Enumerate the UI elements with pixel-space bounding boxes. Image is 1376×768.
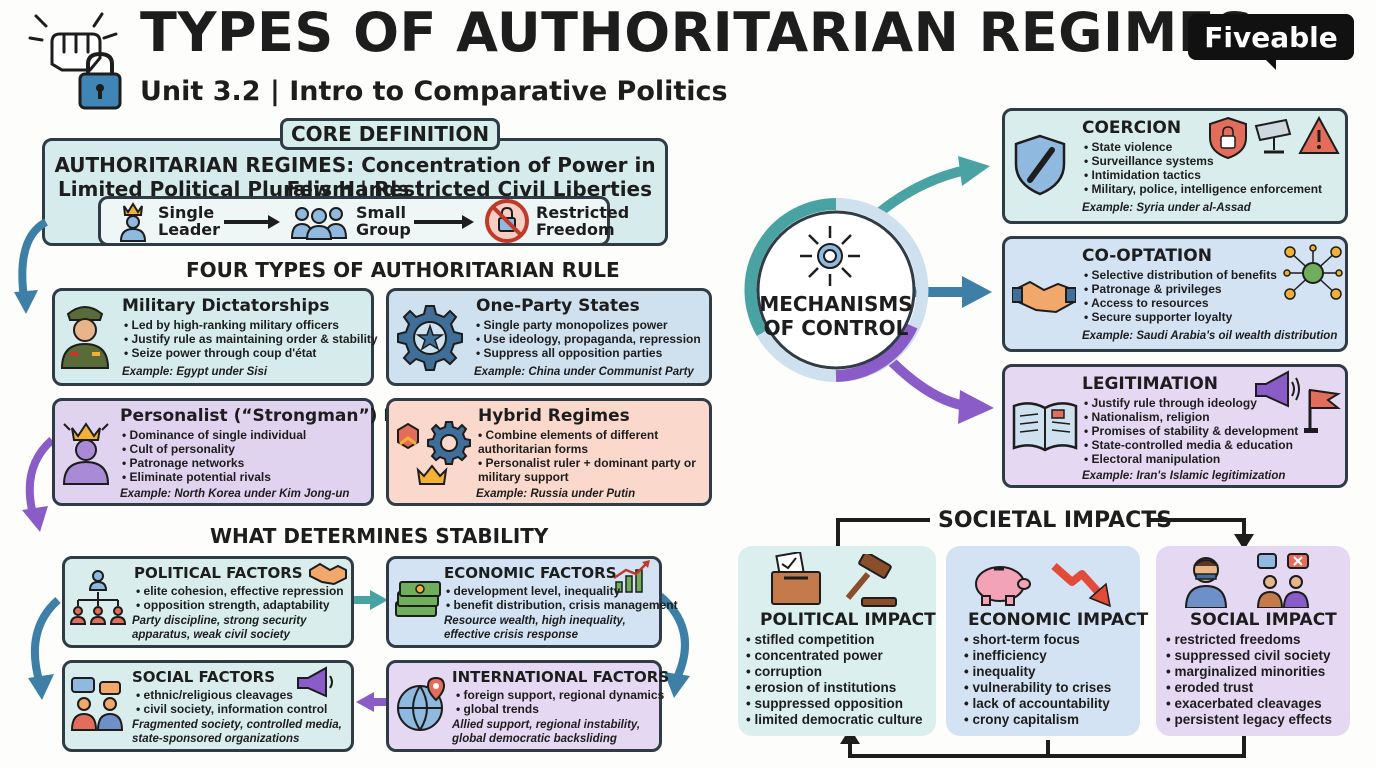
- small-group-icon: [290, 207, 348, 240]
- hybrid-medal-gear-crown-icon: [397, 421, 471, 485]
- impact-bullets: restricted freedomssuppressed civil soci…: [1166, 632, 1332, 728]
- mechanism-title: LEGITIMATION: [1082, 374, 1218, 394]
- military-officer-icon: [60, 306, 110, 369]
- crowned-leader-icon: [62, 422, 110, 485]
- mechanism-title: CO-OPTATION: [1082, 246, 1212, 266]
- card-example: Example: Russia under Putin: [476, 488, 636, 500]
- globe-pin-icon: [397, 676, 446, 731]
- stability-heading: WHAT DETERMINES STABILITY: [210, 524, 549, 548]
- money-stack-icon: [395, 581, 441, 617]
- mechanism-bullets: State violenceSurveillance systemsIntimi…: [1084, 140, 1323, 196]
- ballot-box-icon: [771, 552, 821, 605]
- impact-title: POLITICAL IMPACT: [760, 610, 936, 630]
- factor-bullets: development level, inequalitybenefit dis…: [446, 584, 678, 612]
- factor-note: Fragmented society, controlled media, st…: [132, 719, 342, 745]
- gear-star-icon: [397, 305, 463, 371]
- factor-bullets: foreign support, regional dynamicsglobal…: [456, 688, 665, 716]
- mechanism-example: Example: Iran's Islamic legitimization: [1082, 470, 1286, 482]
- people-chat-icon: [70, 677, 124, 731]
- impact-bullets: short-term focusinefficiencyinequalityvu…: [964, 632, 1111, 728]
- card-example: Example: North Korea under Kim Jong-un: [120, 488, 350, 500]
- card-example: Example: Egypt under Sisi: [122, 366, 268, 378]
- down-trend-arrow-icon: [1051, 563, 1111, 608]
- page-title: TYPES OF AUTHORITARIAN REGIMES: [140, 1, 1255, 64]
- impacts-heading: SOCIETAL IMPACTS: [938, 508, 1173, 533]
- impacts-loop-arrows: [836, 518, 1254, 758]
- factor-title: INTERNATIONAL FACTORS: [452, 668, 670, 686]
- silenced-person-icon: [1184, 557, 1228, 608]
- impact-title: ECONOMIC IMPACT: [968, 610, 1149, 630]
- core-definition-line1: AUTHORITARIAN REGIMES: Concentration of …: [54, 153, 656, 201]
- card-title: One-Party States: [476, 296, 640, 316]
- hierarchy-icon: [70, 570, 126, 625]
- handshake-icon: [309, 562, 347, 586]
- card-title: Military Dictatorships: [122, 296, 330, 316]
- mechanism-title: COERCION: [1082, 118, 1182, 138]
- mechanism-bullets: Selective distribution of benefitsPatron…: [1084, 268, 1277, 324]
- card-bullets: Dominance of single individualCult of pe…: [122, 428, 307, 484]
- mechanism-example: Example: Saudi Arabia's oil wealth distr…: [1082, 330, 1338, 342]
- fiveable-logo: Fiveable: [1188, 14, 1354, 60]
- open-book-icon: [1012, 402, 1078, 452]
- card-title: Hybrid Regimes: [478, 406, 630, 426]
- factor-title: SOCIAL FACTORS: [132, 668, 276, 686]
- arrow-right-icon: [224, 215, 280, 229]
- core-definition-tag: CORE DEFINITION: [280, 118, 501, 150]
- factor-bullets: ethnic/religious cleavagescivil society,…: [136, 688, 328, 716]
- arrow-right-icon: [414, 215, 474, 229]
- card-bullets: Led by high-ranking military officersJus…: [124, 318, 378, 360]
- factor-title: POLITICAL FACTORS: [134, 564, 303, 582]
- handshake-icon: [1012, 280, 1076, 314]
- group-speech-icon: [1256, 553, 1310, 608]
- restricted-icon: [485, 199, 529, 243]
- mechanism-example: Example: Syria under al-Assad: [1082, 202, 1251, 214]
- factor-bullets: elite cohesion, effective repressionoppo…: [136, 584, 344, 612]
- factor-note: Party discipline, strong security appara…: [132, 615, 307, 641]
- factor-note: Resource wealth, high inequality, effect…: [444, 615, 626, 641]
- impact-bullets: stifled competitionconcentrated powercor…: [746, 632, 922, 728]
- card-bullets: Single party monopolizes powerUse ideolo…: [476, 318, 701, 360]
- impact-title: SOCIAL IMPACT: [1190, 610, 1337, 630]
- card-example: Example: China under Communist Party: [474, 366, 694, 378]
- page-subtitle: Unit 3.2 | Intro to Comparative Politics: [140, 76, 728, 107]
- card-bullets: Combine elements of different authoritar…: [478, 428, 704, 484]
- single-leader-icon: [119, 202, 147, 242]
- piggy-bank-icon: [975, 566, 1031, 606]
- factor-note: Allied support, regional instability, gl…: [452, 719, 641, 745]
- logo-tail: [1262, 56, 1276, 70]
- flag-icon: [1304, 388, 1341, 433]
- mechanism-bullets: Justify rule through ideologyNationalism…: [1084, 396, 1299, 466]
- gavel-icon: [845, 554, 897, 607]
- factor-title: ECONOMIC FACTORS: [444, 564, 617, 582]
- mechanisms-hub-ring: [744, 197, 929, 382]
- shield-baton-icon: [1014, 134, 1066, 196]
- card-title: Personalist (“Strongman”) Rule: [120, 406, 426, 426]
- flow-arrow-left: [14, 218, 55, 532]
- money-network-icon: [1283, 244, 1343, 300]
- fist-lock-icon: [28, 12, 122, 110]
- four-types-heading: FOUR TYPES OF AUTHORITARIAN RULE: [186, 258, 620, 282]
